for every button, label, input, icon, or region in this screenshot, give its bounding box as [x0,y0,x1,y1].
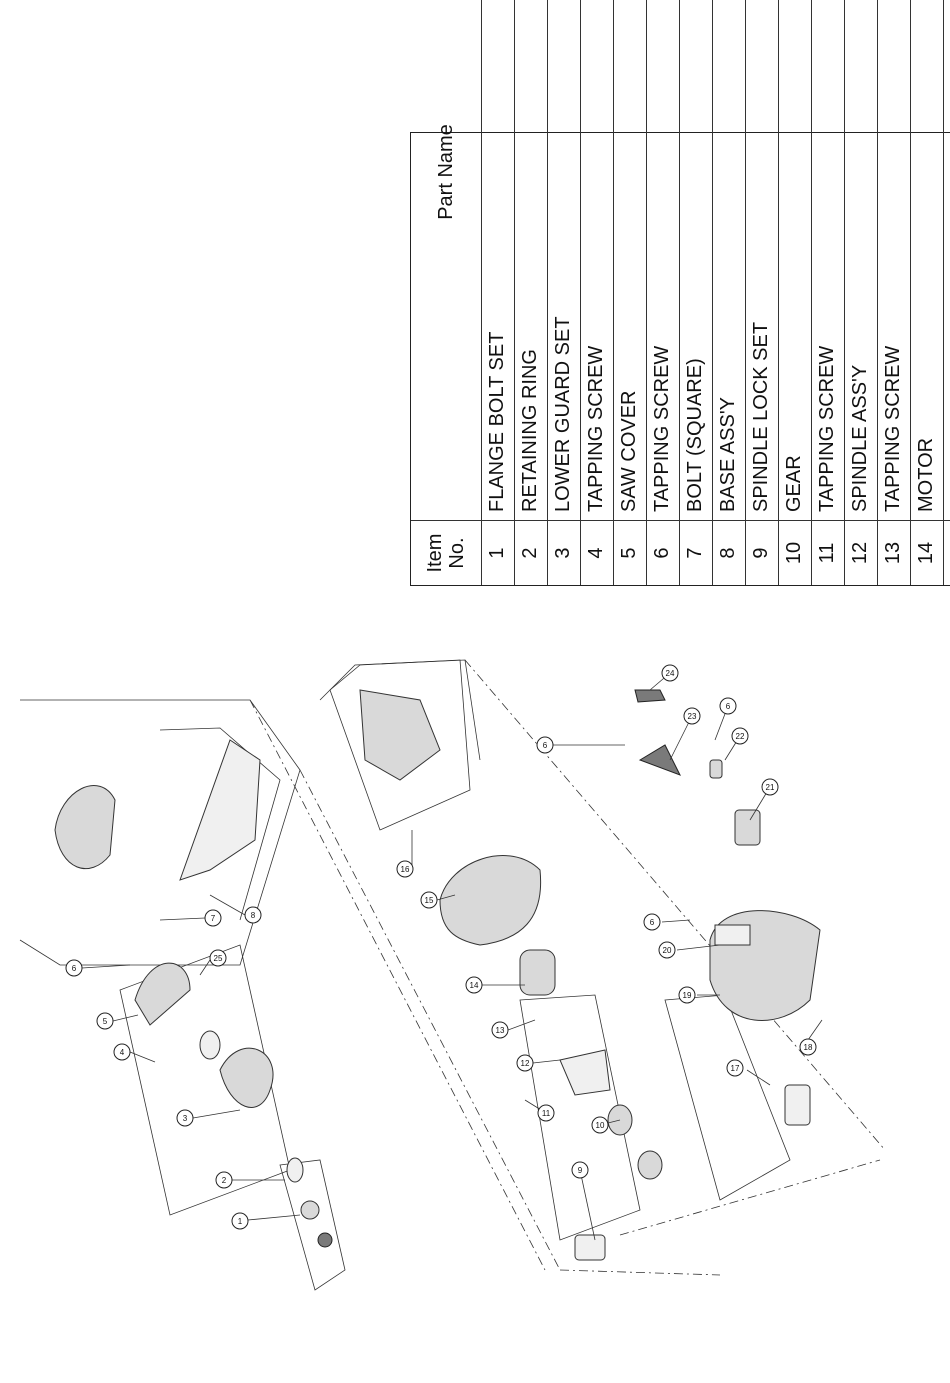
callout-10: 10 [596,1121,605,1130]
callout-24: 24 [666,669,675,678]
row-part-name: LOWER GUARD SET [547,0,581,520]
callout-23: 23 [688,712,697,721]
callout-9: 9 [578,1166,583,1175]
callout-17: 17 [731,1064,740,1073]
callout-2: 2 [222,1176,227,1185]
part-name-text: MOTOR [915,437,938,512]
assembly-axis-lines [249,659,886,1276]
callout-5: 5 [103,1017,108,1026]
row-part-name: MOTOR [910,0,944,520]
header-item-line2: No. [446,537,468,569]
header-item-line1: Item [424,533,446,573]
callout-6d: 6 [726,702,731,711]
row-item-no: 8 [712,520,746,585]
callout-14: 14 [470,981,479,990]
part-name-text: GEAR [783,455,806,512]
callout-12: 12 [521,1059,530,1068]
callout-1: 1 [238,1217,243,1226]
row-part-name: HOUSING (A) [943,0,950,520]
row-item-no: 2 [514,520,548,585]
row-item-no: 14 [910,520,944,585]
row-part-name: TAPPING SCREWD4×16 [877,0,911,520]
callout-6c: 6 [650,918,655,927]
row-part-name: RETAINING RING [514,0,548,520]
row-item-no: 13 [877,520,911,585]
row-item-no: 12 [844,520,878,585]
row-part-name: SAW COVER [613,0,647,520]
callout-21: 21 [766,783,775,792]
row-item-no: 11 [811,520,845,585]
callout-4: 4 [120,1048,125,1057]
part-name-text: TAPPING SCREW [585,345,608,512]
part-name-text: BOLT (SQUARE) [684,358,707,512]
callout-18: 18 [804,1043,813,1052]
callout-20: 20 [663,946,672,955]
callout-19: 19 [683,991,692,1000]
callout-3: 3 [183,1114,188,1123]
part-shapes [54,689,821,1261]
part-name-text: RETAINING RING [519,349,542,512]
part-name-text: SAW COVER [618,390,641,513]
row-part-name: BASE ASS'Y [712,0,746,520]
callout-13: 13 [496,1026,505,1035]
row-item-no: 7 [679,520,713,585]
row-part-name: BOLT (SQUARE) [679,0,713,520]
row-item-no: 6 [646,520,680,585]
row-part-name: GEAR [778,0,812,520]
row-part-name: TAPPING SCREWD5×14 [580,0,614,520]
callout-6: 6 [72,964,77,973]
row-item-no: 3 [547,520,581,585]
header-part-name: Part Name [411,0,482,520]
row-item-no: 15 [943,520,950,585]
row-part-name: TAPPING SCREWD4×16 [646,0,680,520]
row-part-name: FLANGE BOLT SETM6×18 [482,0,515,520]
callout-8: 8 [251,911,256,920]
row-item-no: 9 [745,520,779,585]
part-name-text: LOWER GUARD SET [552,316,575,512]
part-name-text: TAPPING SCREW [651,345,674,512]
row-part-name: SPINDLE LOCK SET [745,0,779,520]
callout-11: 11 [542,1109,551,1118]
row-item-no: 10 [778,520,812,585]
row-item-no: 5 [613,520,647,585]
callout-25: 25 [214,954,223,963]
part-name-text: TAPPING SCREW [816,345,839,512]
callout-22: 22 [736,732,745,741]
part-name-text: BASE ASS'Y [717,397,740,512]
row-part-name: TAPPING SCREWD5×18 [811,0,845,520]
row-part-name: SPINDLE ASS'Y [844,0,878,520]
callout-15: 15 [425,896,434,905]
callout-7: 7 [211,914,216,923]
row-item-no: 1 [482,520,515,585]
row-item-no: 4 [580,520,614,585]
part-name-text: SPINDLE ASS'Y [849,364,872,512]
part-name-text: TAPPING SCREW [882,345,905,512]
callout-16: 16 [401,865,410,874]
callout-6b: 6 [543,741,548,750]
part-name-text: FLANGE BOLT SET [486,331,509,512]
part-name-text: SPINDLE LOCK SET [750,321,773,512]
callouts: 1 2 3 4 5 6 7 8 25 9 10 11 12 13 14 15 1… [65,664,817,1230]
